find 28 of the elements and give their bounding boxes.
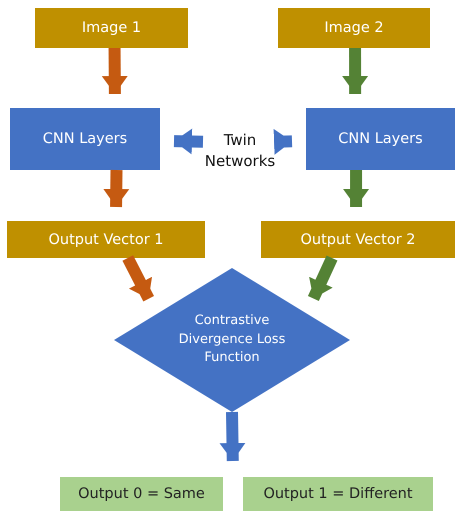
block-arrow: [103, 170, 130, 208]
input-box: [7, 221, 205, 258]
annotation-text: Twin Networks: [204, 130, 276, 172]
block-arrow: [274, 128, 292, 155]
block-arrow: [220, 412, 246, 462]
block-arrow: [343, 170, 370, 207]
process-box: [10, 108, 160, 170]
decision-diamond: [114, 268, 350, 412]
output-box: [60, 477, 223, 511]
box-label: CNN Layers: [338, 131, 423, 147]
block-arrow: [342, 48, 368, 94]
block-arrow: [122, 255, 154, 302]
process-box: [306, 108, 455, 170]
block-arrow: [308, 256, 338, 301]
box-label: Output Vector 1: [48, 232, 164, 248]
box-label: Output Vector 2: [300, 232, 416, 248]
block-arrow: [174, 128, 204, 155]
box-label: Contrastive Divergence Loss Function: [178, 312, 286, 368]
box-label: Image 1: [82, 20, 142, 36]
box-label: Output 0 = Same: [78, 486, 205, 502]
output-box: [243, 477, 433, 511]
input-box: [261, 221, 455, 258]
input-box: [278, 8, 430, 48]
box-label: Image 2: [324, 20, 384, 36]
box-label: Output 1 = Different: [263, 486, 413, 502]
input-box: [35, 8, 188, 48]
box-label: CNN Layers: [42, 131, 128, 147]
block-arrow: [102, 48, 128, 94]
